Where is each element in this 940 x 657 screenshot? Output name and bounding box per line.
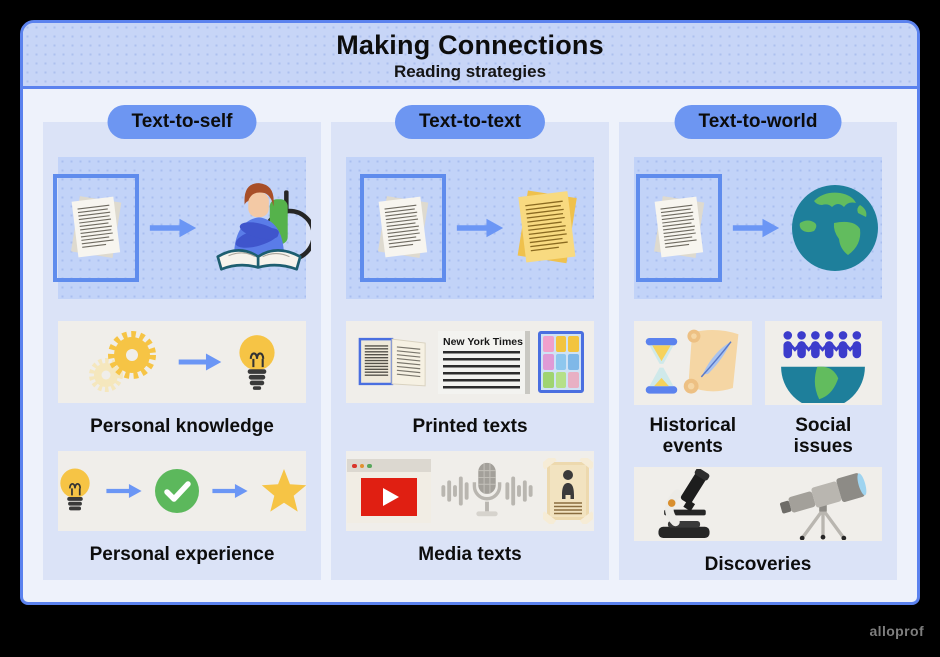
personal-knowledge-label: Personal knowledge	[90, 416, 274, 437]
arrow-icon	[178, 353, 222, 371]
reader-icon	[216, 183, 311, 271]
personal-knowledge-panel	[58, 321, 306, 403]
poster-icon	[543, 458, 593, 525]
page-title: Making Connections	[336, 30, 604, 60]
arrow-icon	[732, 218, 780, 238]
document-stack-icon	[71, 196, 122, 258]
document-stack-icon	[378, 196, 429, 258]
hero-text-to-world	[634, 157, 882, 299]
newspaper-lines	[443, 350, 520, 393]
page-subtitle: Reading strategies	[393, 62, 547, 81]
comic-icon	[538, 331, 584, 393]
arrow-icon	[456, 218, 504, 238]
text-frame	[53, 174, 139, 282]
media-texts-label: Media texts	[418, 544, 522, 566]
hero-text-to-text	[346, 157, 594, 299]
historical-events-panel	[634, 321, 752, 405]
globe-icon	[792, 185, 878, 271]
infographic-card: Making Connections Reading strategies Te…	[20, 20, 920, 605]
arrow-icon	[106, 484, 142, 499]
arrow-icon	[149, 218, 197, 238]
text-frame	[636, 174, 722, 282]
microphone-icon	[441, 463, 533, 517]
hourglass-shape	[645, 337, 677, 394]
yellow-document-stack-icon	[517, 190, 577, 264]
star-icon	[261, 469, 307, 512]
column-text-to-self: Text-to-self	[43, 105, 321, 580]
social-issues-label: Social issues	[793, 415, 853, 458]
column-text-to-world: Text-to-world	[619, 105, 897, 580]
telescope-icon	[779, 472, 867, 540]
header: Making Connections Reading strategies	[23, 23, 917, 89]
world-labels: Historical events Social issues	[634, 405, 882, 467]
gears-icon	[89, 331, 156, 392]
pill-text-to-text: Text-to-text	[394, 105, 546, 139]
play-icon	[383, 488, 399, 507]
lightbulb-icon	[239, 335, 275, 390]
pill-text-to-self: Text-to-self	[107, 105, 257, 139]
newspaper-icon: New York Times	[438, 330, 530, 394]
document-stack-icon	[654, 196, 705, 258]
column-text-to-text: Text-to-text	[331, 105, 609, 580]
media-texts-panel	[346, 451, 594, 532]
open-book-icon	[358, 337, 426, 386]
microscope-icon	[658, 468, 710, 538]
newspaper-title: New York Times	[443, 335, 523, 348]
personal-experience-panel	[58, 451, 307, 532]
social-issues-panel	[764, 321, 882, 405]
check-icon	[155, 469, 199, 514]
discoveries-panel	[634, 466, 882, 541]
alloprof-logo: alloprof	[869, 623, 924, 639]
columns-row: Text-to-self	[23, 105, 917, 580]
lightbulb-icon	[60, 468, 90, 511]
video-player-icon	[347, 459, 431, 524]
discoveries-label: Discoveries	[704, 553, 812, 575]
personal-experience-label: Personal experience	[89, 544, 275, 566]
printed-texts-panel: New York Times	[346, 321, 594, 403]
people-on-globe-icon	[781, 331, 866, 403]
scroll-quill-icon	[683, 329, 739, 394]
pill-text-to-world: Text-to-world	[674, 105, 842, 139]
arrow-icon	[212, 484, 248, 499]
historical-events-label: Historical events	[649, 415, 737, 458]
text-frame	[360, 174, 446, 282]
world-row	[634, 321, 882, 405]
printed-texts-label: Printed texts	[412, 416, 528, 437]
hero-text-to-self	[53, 157, 311, 299]
hourglass-icon	[645, 329, 739, 394]
